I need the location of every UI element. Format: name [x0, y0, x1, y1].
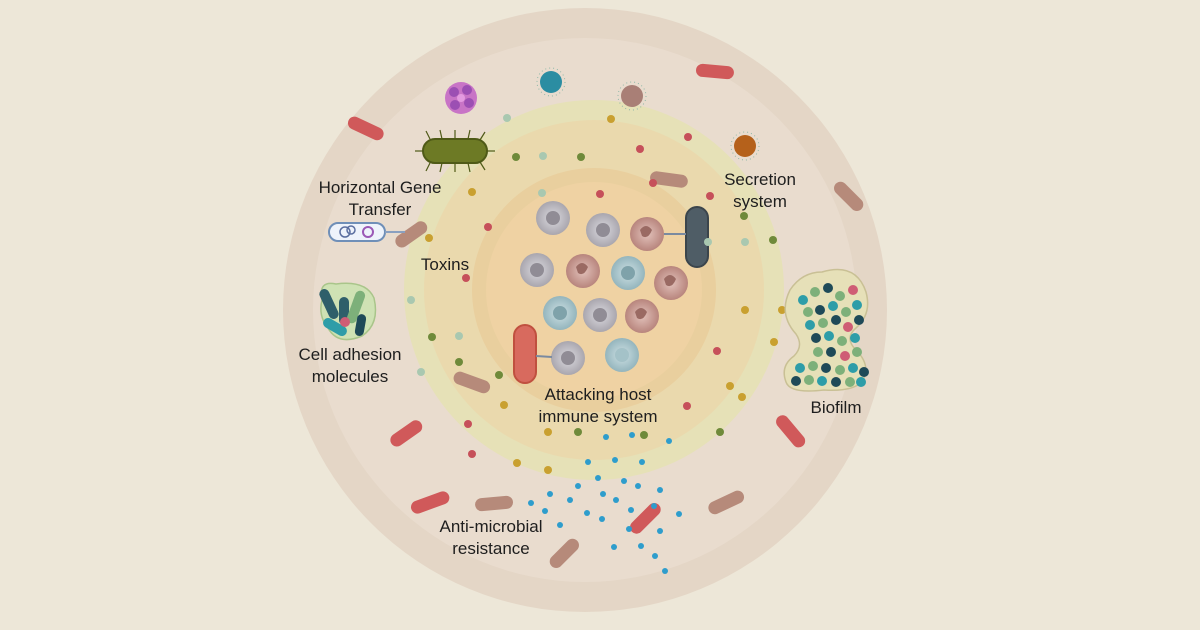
spore-orange	[730, 131, 760, 161]
spore-brown	[617, 81, 647, 111]
label-attack-line2: immune system	[538, 407, 658, 426]
label-horizontal-gene-transfer: Horizontal Gene Transfer	[300, 177, 460, 221]
label-secretion-line2: system	[733, 192, 787, 211]
toxin-dots	[407, 114, 786, 474]
immune-cell	[551, 341, 585, 375]
immune-cell	[654, 266, 688, 300]
brown-bacteria	[395, 171, 864, 568]
label-hgt-line1: Horizontal Gene	[318, 178, 442, 197]
purple-virus-cluster	[445, 82, 477, 114]
attacking-bacterium-red	[513, 324, 553, 384]
label-amr-line2: resistance	[452, 539, 530, 558]
red-bacteria	[347, 63, 806, 534]
label-attack-line1: Attacking host	[544, 385, 652, 404]
immune-cell	[586, 213, 620, 247]
immune-cell	[625, 299, 659, 333]
label-adhesion-line1: Cell adhesion	[298, 345, 402, 364]
antibiotic-dots	[528, 432, 682, 574]
label-cell-adhesion: Cell adhesion molecules	[280, 344, 420, 388]
label-secretion-line1: Secretion	[724, 170, 796, 189]
label-toxins-text: Toxins	[420, 255, 470, 274]
label-toxins: Toxins	[405, 254, 485, 276]
immune-cell	[583, 298, 617, 332]
immune-cell	[630, 217, 664, 251]
immune-cells	[520, 201, 688, 375]
label-attacking-immune-system: Attacking host immune system	[513, 384, 683, 428]
immune-cell	[536, 201, 570, 235]
immune-cell	[566, 254, 600, 288]
label-secretion-system: Secretion system	[705, 169, 815, 213]
label-biofilm: Biofilm	[796, 397, 876, 419]
label-amr-line1: Anti-microbial	[439, 517, 543, 536]
label-biofilm-text: Biofilm	[810, 398, 862, 417]
label-adhesion-line2: molecules	[311, 367, 389, 386]
biofilm	[783, 268, 869, 392]
immune-cell	[543, 296, 577, 330]
green-bacterium	[415, 129, 495, 173]
immune-cell	[605, 338, 639, 372]
plasmid-capsule	[328, 222, 405, 242]
immune-cell	[520, 253, 554, 287]
immune-cell	[611, 256, 645, 290]
attacking-bacterium-dark	[664, 206, 709, 268]
spore-teal	[536, 67, 566, 97]
adhesion-cluster	[319, 282, 377, 341]
label-anti-microbial-resistance: Anti-microbial resistance	[418, 516, 564, 560]
label-hgt-line2: Transfer	[348, 200, 412, 219]
